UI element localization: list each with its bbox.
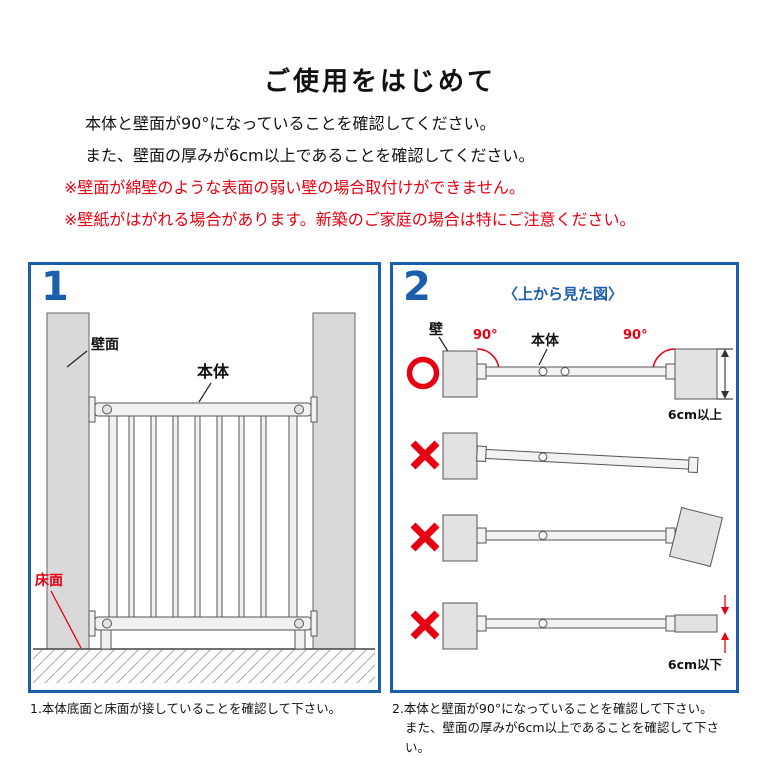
wall-surface-label: 壁面 — [91, 336, 119, 353]
row2-gate-bar-tilted — [476, 445, 699, 474]
right-wall — [312, 312, 356, 650]
top-view-title: 〈上から見た図〉 — [503, 285, 623, 303]
body-label-leader — [198, 382, 212, 403]
panel2-caption-line1: 2.本体と壁面が90°になっていることを確認して下さい。 — [392, 701, 713, 716]
row1-dimension-arrow — [717, 348, 733, 400]
panels-container: 1 — [28, 262, 739, 693]
row4-dimension-arrows — [721, 595, 729, 653]
max-thickness-label: 6cm以下 — [668, 657, 723, 672]
captions: 1.本体底面と床面が接していることを確認して下さい。 2.本体と壁面が90°にな… — [30, 699, 742, 757]
min-thickness-label: 6cm以上 — [668, 407, 723, 422]
ng-cross-icon — [410, 610, 440, 640]
row4-gate-bar — [476, 615, 676, 632]
row3-left-wall — [442, 514, 478, 562]
wall-label-leader — [66, 350, 88, 368]
panel2-diagram: 〈上から見た図〉 壁 90° 本体 90° — [406, 285, 733, 672]
floor-hatch — [33, 650, 375, 683]
panel2-number: 2 — [403, 264, 431, 310]
panel2-caption: 2.本体と壁面が90°になっていることを確認して下さい。 また、壁面の厚みが6c… — [392, 699, 742, 757]
panel1-number: 1 — [41, 264, 69, 310]
row3-tilted-wall — [668, 507, 724, 567]
row4-thin-wall — [674, 614, 718, 633]
warning-line1: ※壁面が綿壁のような表面の弱い壁の場合取付けができません。 — [64, 178, 525, 197]
wall-label-leader — [438, 336, 450, 354]
panel-top-view: 2 〈上から見た図〉 壁 90° 本体 90° — [390, 262, 739, 693]
intro-line2: また、壁面の厚みが6cm以上であることを確認してください。 — [85, 146, 535, 165]
body-label-leader — [538, 348, 548, 366]
gate-body-label: 本体 — [531, 332, 560, 349]
ng-cross-icon — [410, 440, 440, 470]
floor-surface-label: 床面 — [35, 572, 63, 589]
ok-circle-icon — [406, 356, 440, 390]
angle-right-label: 90° — [623, 328, 648, 343]
gate-body-label: 本体 — [197, 362, 230, 381]
gate-illustration — [88, 396, 318, 650]
angle-left-label: 90° — [473, 328, 498, 343]
panel1-caption: 1.本体底面と床面が接していることを確認して下さい。 — [30, 701, 342, 716]
row4-left-wall — [442, 602, 478, 650]
left-wall — [46, 312, 90, 650]
panel2-caption-line2: また、壁面の厚みが6cm以上であることを確認して下さい。 — [405, 720, 720, 755]
row3-gate-bar — [476, 527, 676, 544]
wall-label: 壁 — [429, 321, 443, 338]
row2-left-wall — [442, 432, 478, 480]
panel-side-view: 1 — [28, 262, 381, 693]
intro-block: 本体と壁面が90°になっていることを確認してください。 また、壁面の厚みが6cm… — [64, 108, 636, 236]
intro-line1: 本体と壁面が90°になっていることを確認してください。 — [85, 114, 496, 133]
row1-gate-bar — [476, 363, 676, 380]
floor-label-leader — [50, 590, 82, 649]
panel1-diagram: 壁面 本体 床面 — [33, 312, 375, 683]
warning-line2: ※壁紙がはがれる場合があります。新築のご家庭の場合は特にご注意ください。 — [64, 210, 636, 229]
page-title: ご使用をはじめて — [263, 67, 496, 98]
ng-cross-icon — [410, 522, 440, 552]
